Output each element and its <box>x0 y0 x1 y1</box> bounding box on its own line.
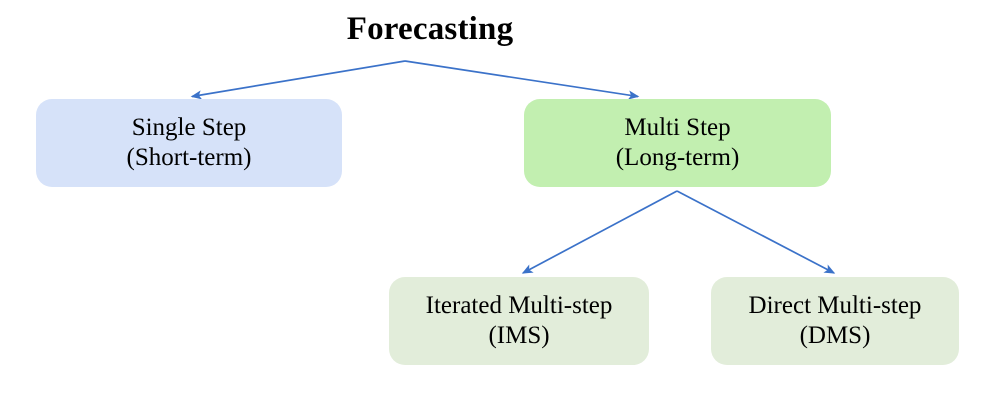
node-ims-line1: Iterated Multi-step <box>425 291 613 319</box>
node-direct-multi-step[interactable]: Direct Multi-step (DMS) <box>711 277 959 365</box>
edge-multi-step-to-ims <box>521 190 678 274</box>
edge-multi-step-to-dms <box>676 190 836 274</box>
node-single-step-line1: Single Step <box>131 113 247 141</box>
node-forecasting-title: Forecasting <box>346 11 514 47</box>
node-single-step[interactable]: Single Step (Short-term) <box>36 99 342 187</box>
node-multi-step-line2: (Long-term) <box>615 144 740 171</box>
node-iterated-multi-step[interactable]: Iterated Multi-step (IMS) <box>389 277 649 365</box>
node-multi-step-line1: Multi Step <box>624 113 731 141</box>
node-ims-line2: (IMS) <box>488 322 550 349</box>
edge-forecasting-to-multi-step <box>404 60 640 100</box>
node-single-step-line2: (Short-term) <box>126 144 252 171</box>
node-dms-line2: (DMS) <box>799 322 871 349</box>
node-multi-step[interactable]: Multi Step (Long-term) <box>524 99 831 187</box>
edge-forecasting-to-single-step <box>190 60 406 100</box>
node-dms-line1: Direct Multi-step <box>748 291 922 319</box>
